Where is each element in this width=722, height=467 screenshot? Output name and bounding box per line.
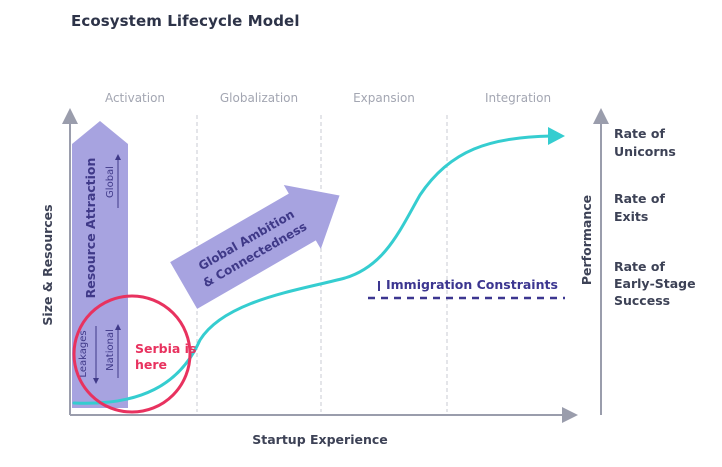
national-label: National	[105, 329, 116, 371]
serbia-callout-circle	[72, 294, 192, 414]
global-label: Global	[105, 166, 116, 198]
page-title: Ecosystem Lifecycle Model	[71, 12, 300, 30]
global-range-arrowhead	[115, 154, 121, 160]
phase-label-activation: Activation	[105, 91, 165, 105]
phase-label-expansion: Expansion	[353, 91, 415, 105]
phase-label-integration: Integration	[485, 91, 551, 105]
phase-label-globalization: Globalization	[220, 91, 298, 105]
metric-exits: Rate of Exits	[614, 191, 669, 224]
performance-axis-label: Performance	[579, 195, 594, 285]
resource-attraction-arrow	[72, 121, 128, 408]
serbia-callout-line1: Serbia is	[135, 341, 196, 356]
serbia-callout-line2: here	[135, 357, 167, 372]
growth-curve	[72, 134, 554, 405]
y-axis-label: Size & Resources	[40, 204, 55, 325]
global-ambition-arrow: Global Ambition & Connectedness	[170, 184, 340, 309]
metric-early-stage-success: Rate of Early-Stage Success	[614, 259, 700, 308]
growth-curve-arrowhead	[548, 127, 565, 145]
resource-attraction-label: Resource Attraction	[83, 158, 98, 299]
immigration-constraints-label: Immigration Constraints	[386, 277, 558, 292]
metric-unicorns: Rate of Unicorns	[614, 126, 676, 159]
national-range-arrowhead	[115, 324, 121, 330]
x-axis-label: Startup Experience	[252, 432, 388, 447]
leakages-range-arrowhead	[93, 378, 99, 384]
leakages-label: Leakages	[78, 330, 89, 377]
